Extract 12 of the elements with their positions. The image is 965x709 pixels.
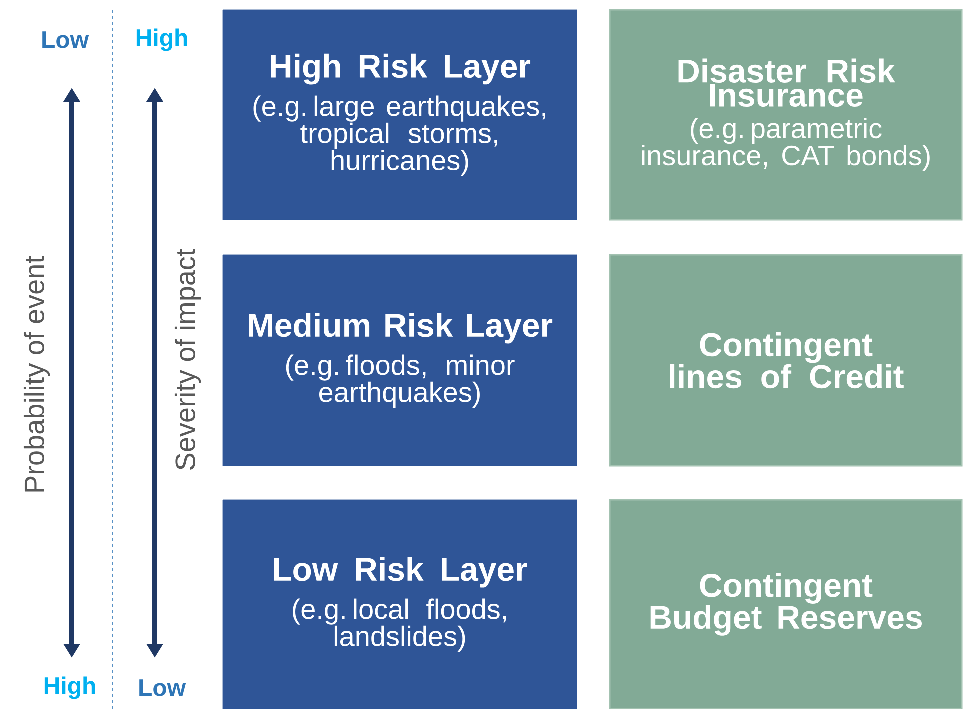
axis-label: Severity of impact — [174, 248, 202, 470]
scale-label: High — [136, 28, 188, 52]
risk-layer-box: Medium Risk Layer (e.g. floods, minor earthquakes) — [222, 254, 578, 466]
financing-box: Contingent lines of Credit — [609, 254, 963, 467]
risk-layer-box: High Risk Layer (e.g. large earthquakes, tropical storms, hurricanes) — [222, 10, 578, 220]
financing-box: Disaster Risk Insurance (e.g. parametric insurance, CAT bonds) — [609, 9, 963, 221]
axis-label: Probability of event — [24, 256, 50, 492]
risk-layer-box: Low Risk Layer (e.g. local floods, landslides) — [222, 500, 578, 709]
scale-label: High — [44, 676, 96, 700]
financing-box: Contingent Budget Reserves — [609, 499, 963, 709]
scale-label: Low — [42, 32, 90, 48]
scale-label: Low — [140, 680, 186, 696]
